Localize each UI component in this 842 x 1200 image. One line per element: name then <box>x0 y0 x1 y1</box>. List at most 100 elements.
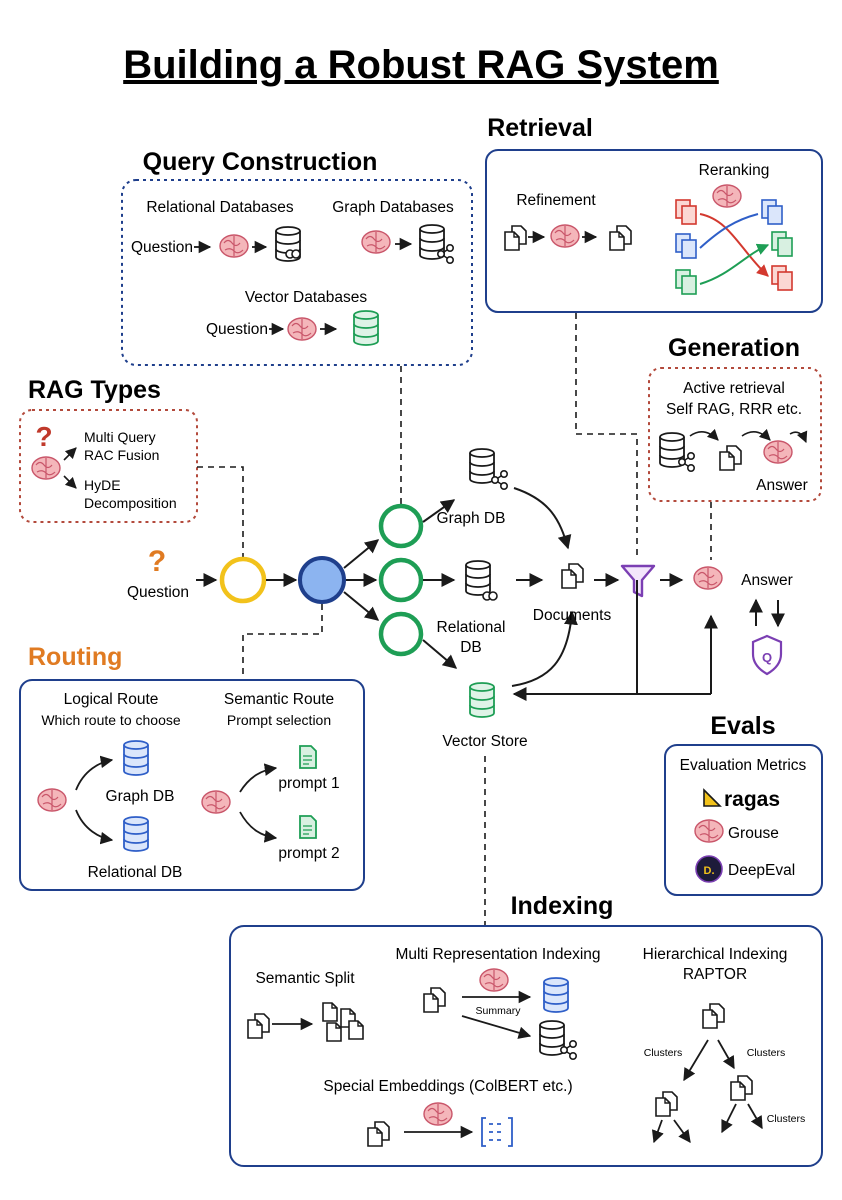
split-chunk-3 <box>326 1022 342 1042</box>
rag-type-item-4: Decomposition <box>84 495 177 511</box>
retrieval-heading: Retrieval <box>487 114 593 142</box>
qc-graph-label: Graph Databases <box>332 199 454 216</box>
retrieval-box <box>485 149 823 313</box>
logical-graph-db-label: Graph DB <box>106 788 175 805</box>
rerank-input-docs <box>675 199 697 295</box>
generation-answer-label: Answer <box>756 477 808 494</box>
raptor-cluster-docs-2 <box>730 1075 753 1101</box>
rerank-output-docs <box>761 199 793 291</box>
rag-types-question-icon: ? <box>35 421 52 452</box>
eval-shield-icon <box>751 634 783 676</box>
qc-link-icon <box>285 249 301 259</box>
generation-line-1: Active retrieval <box>683 380 785 397</box>
prompt-2-icon <box>299 815 317 839</box>
summary-label: Summary <box>476 1005 522 1017</box>
graph-db-icon <box>469 448 495 484</box>
relational-db-link-icon <box>482 591 498 601</box>
indexing-heading: Indexing <box>511 892 614 920</box>
special-docs-icon <box>367 1121 390 1147</box>
prompt-1-icon <box>299 745 317 769</box>
generation-brain-icon <box>763 440 793 464</box>
logical-relational-db-label: Relational DB <box>88 864 183 881</box>
eval-tool-deepeval: DeepEval <box>728 862 795 879</box>
rerank-arrow-red <box>699 213 769 277</box>
routing-node-yellow <box>219 556 267 604</box>
eval-tool-ragas: ragas <box>724 788 780 811</box>
multi-rep-docs-icon <box>423 987 446 1013</box>
colbert-matrix-icon <box>481 1117 513 1147</box>
multi-rep-vector-icon <box>543 977 569 1013</box>
evals-box <box>664 744 823 896</box>
logical-brain-icon <box>37 788 67 812</box>
clusters-label-1: Clusters <box>644 1047 683 1059</box>
vector-store-label: Vector Store <box>442 733 527 750</box>
relational-db-label-1: Relational <box>437 619 506 636</box>
semantic-route-sub: Prompt selection <box>227 712 331 728</box>
eval-tool-grouse: Grouse <box>728 825 779 842</box>
ragas-logo-icon <box>703 788 722 807</box>
answer-brain-icon <box>693 566 723 590</box>
evals-subtitle: Evaluation Metrics <box>680 757 807 774</box>
page-title: Building a Robust RAG System <box>123 43 719 87</box>
relational-db-icon <box>465 560 491 596</box>
rag-type-item-1: Multi Query <box>84 429 156 445</box>
graph-db-label: Graph DB <box>437 510 506 527</box>
eval-shield-letter: Q <box>762 650 772 665</box>
main-question-icon: ? <box>148 545 166 578</box>
qc-question-label-2: Question <box>206 321 268 338</box>
logical-relational-db-icon <box>123 816 149 852</box>
qc-relational-label: Relational Databases <box>146 199 294 216</box>
deepeval-logo-letter: D. <box>704 865 715 877</box>
rag-types-brain-icon <box>31 456 61 480</box>
qc-brain-icon-3 <box>287 317 317 341</box>
rag-type-item-3: HyDE <box>84 477 121 493</box>
semantic-route-title: Semantic Route <box>224 691 334 708</box>
generation-heading: Generation <box>668 334 800 362</box>
vector-store-icon <box>469 682 495 718</box>
rerank-arrow-blue <box>699 213 759 249</box>
documents-icon <box>561 563 584 589</box>
clusters-label-3: Clusters <box>767 1113 806 1125</box>
raptor-root-docs-icon <box>702 1003 725 1029</box>
retriever-node-relational <box>378 557 424 603</box>
routing-heading: Routing <box>28 643 122 671</box>
generation-docs-icon <box>719 445 742 471</box>
rag-type-item-2: RAC Fusion <box>84 447 159 463</box>
grouse-brain-icon <box>694 819 724 843</box>
raptor-label: RAPTOR <box>683 966 747 983</box>
special-brain-icon <box>423 1102 453 1126</box>
indexing-box <box>229 925 823 1167</box>
semantic-split-label: Semantic Split <box>255 970 355 987</box>
query-node-blue <box>298 556 346 604</box>
qc-vector-db-icon <box>353 310 379 346</box>
evals-heading: Evals <box>710 712 775 740</box>
refinement-brain-icon <box>550 224 580 248</box>
split-chunk-4 <box>348 1020 364 1040</box>
main-question-label: Question <box>127 584 189 601</box>
qc-brain-icon-2 <box>361 230 391 254</box>
logical-route-sub: Which route to choose <box>41 712 181 728</box>
qc-brain-icon-1 <box>219 234 249 258</box>
clusters-label-2: Clusters <box>747 1047 786 1059</box>
relational-db-label-2: DB <box>460 639 482 656</box>
raptor-cluster-docs-1 <box>655 1091 678 1117</box>
split-chunk-1 <box>322 1002 338 1022</box>
rerank-arrow-green <box>699 243 770 285</box>
special-embeddings-label: Special Embeddings (ColBERT etc.) <box>323 1078 572 1095</box>
logical-route-title: Logical Route <box>64 691 159 708</box>
generation-line-2: Self RAG, RRR etc. <box>666 401 802 418</box>
prompt-2-label: prompt 2 <box>278 845 339 862</box>
query-construction-heading: Query Construction <box>143 148 378 176</box>
multi-rep-label: Multi Representation Indexing <box>395 946 600 963</box>
deepeval-logo-icon <box>695 855 723 883</box>
refinement-label: Refinement <box>516 192 596 209</box>
routing-box <box>19 679 365 891</box>
retriever-node-graph <box>378 503 424 549</box>
multi-rep-brain-icon <box>479 968 509 992</box>
qc-vector-label: Vector Databases <box>245 289 368 306</box>
answer-label: Answer <box>741 572 793 589</box>
logical-graph-db-icon <box>123 740 149 776</box>
rag-types-heading: RAG Types <box>28 376 161 404</box>
semantic-split-docs-icon <box>247 1013 270 1039</box>
